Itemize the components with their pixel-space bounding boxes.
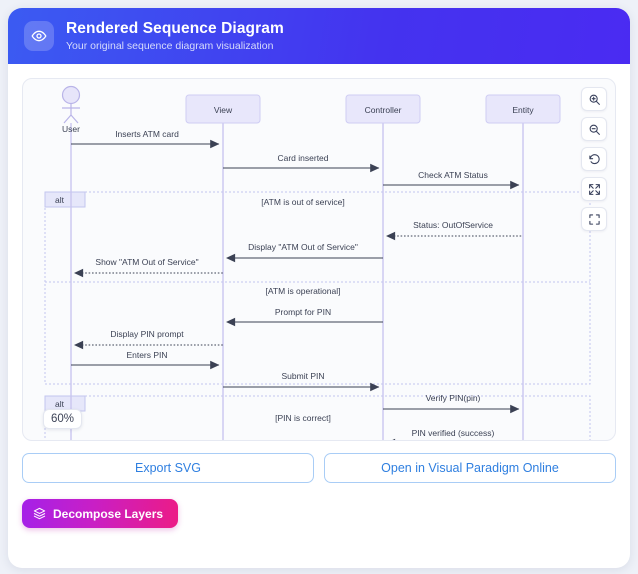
svg-text:Check ATM Status: Check ATM Status — [418, 170, 488, 180]
svg-text:Show "ATM Out of Service": Show "ATM Out of Service" — [95, 257, 198, 267]
svg-text:Display PIN prompt: Display PIN prompt — [110, 329, 184, 339]
header-text: Rendered Sequence Diagram Your original … — [66, 20, 284, 53]
sequence-diagram-svg: alt alt User — [44, 85, 591, 440]
svg-text:Controller: Controller — [365, 105, 402, 115]
eye-icon — [24, 21, 54, 51]
svg-text:[ATM is operational]: [ATM is operational] — [266, 286, 341, 296]
layers-icon — [33, 507, 46, 520]
action-buttons: Export SVG Open in Visual Paradigm Onlin… — [22, 453, 616, 483]
page-subtitle: Your original sequence diagram visualiza… — [66, 39, 274, 52]
svg-text:Prompt for PIN: Prompt for PIN — [275, 307, 331, 317]
svg-text:Status: OutOfService: Status: OutOfService — [413, 220, 493, 230]
svg-text:[ATM is out of service]: [ATM is out of service] — [261, 197, 344, 207]
svg-text:PIN verified (success): PIN verified (success) — [412, 428, 495, 438]
svg-text:User: User — [62, 124, 80, 134]
svg-text:Display "ATM Out of Service": Display "ATM Out of Service" — [248, 242, 358, 252]
open-in-visual-paradigm-button[interactable]: Open in Visual Paradigm Online — [324, 453, 616, 483]
page-title: Rendered Sequence Diagram — [66, 19, 284, 37]
export-svg-button[interactable]: Export SVG — [22, 453, 314, 483]
svg-text:Enters PIN: Enters PIN — [126, 350, 167, 360]
zoom-level-badge: 60% — [43, 409, 83, 429]
svg-text:Entity: Entity — [512, 105, 534, 115]
svg-text:View: View — [214, 105, 233, 115]
fit-to-screen-button[interactable] — [581, 177, 607, 201]
decompose-layers-label: Decompose Layers — [53, 506, 164, 521]
svg-text:Submit PIN: Submit PIN — [282, 371, 325, 381]
svg-text:alt: alt — [55, 399, 65, 409]
diagram-canvas[interactable]: 60% alt — [22, 78, 616, 441]
svg-text:alt: alt — [55, 195, 65, 205]
zoom-controls — [581, 87, 607, 231]
zoom-in-button[interactable] — [581, 87, 607, 111]
decompose-layers-button[interactable]: Decompose Layers — [22, 499, 179, 528]
svg-text:Card inserted: Card inserted — [277, 153, 328, 163]
svg-text:Inserts ATM card: Inserts ATM card — [115, 129, 179, 139]
svg-text:Verify PIN(pin): Verify PIN(pin) — [426, 393, 481, 403]
svg-text:[PIN is correct]: [PIN is correct] — [275, 413, 331, 423]
card-body: 60% alt — [8, 64, 630, 528]
diagram-card: Rendered Sequence Diagram Your original … — [8, 8, 630, 568]
fullscreen-button[interactable] — [581, 207, 607, 231]
card-header: Rendered Sequence Diagram Your original … — [8, 8, 630, 64]
reset-view-button[interactable] — [581, 147, 607, 171]
zoom-out-button[interactable] — [581, 117, 607, 141]
